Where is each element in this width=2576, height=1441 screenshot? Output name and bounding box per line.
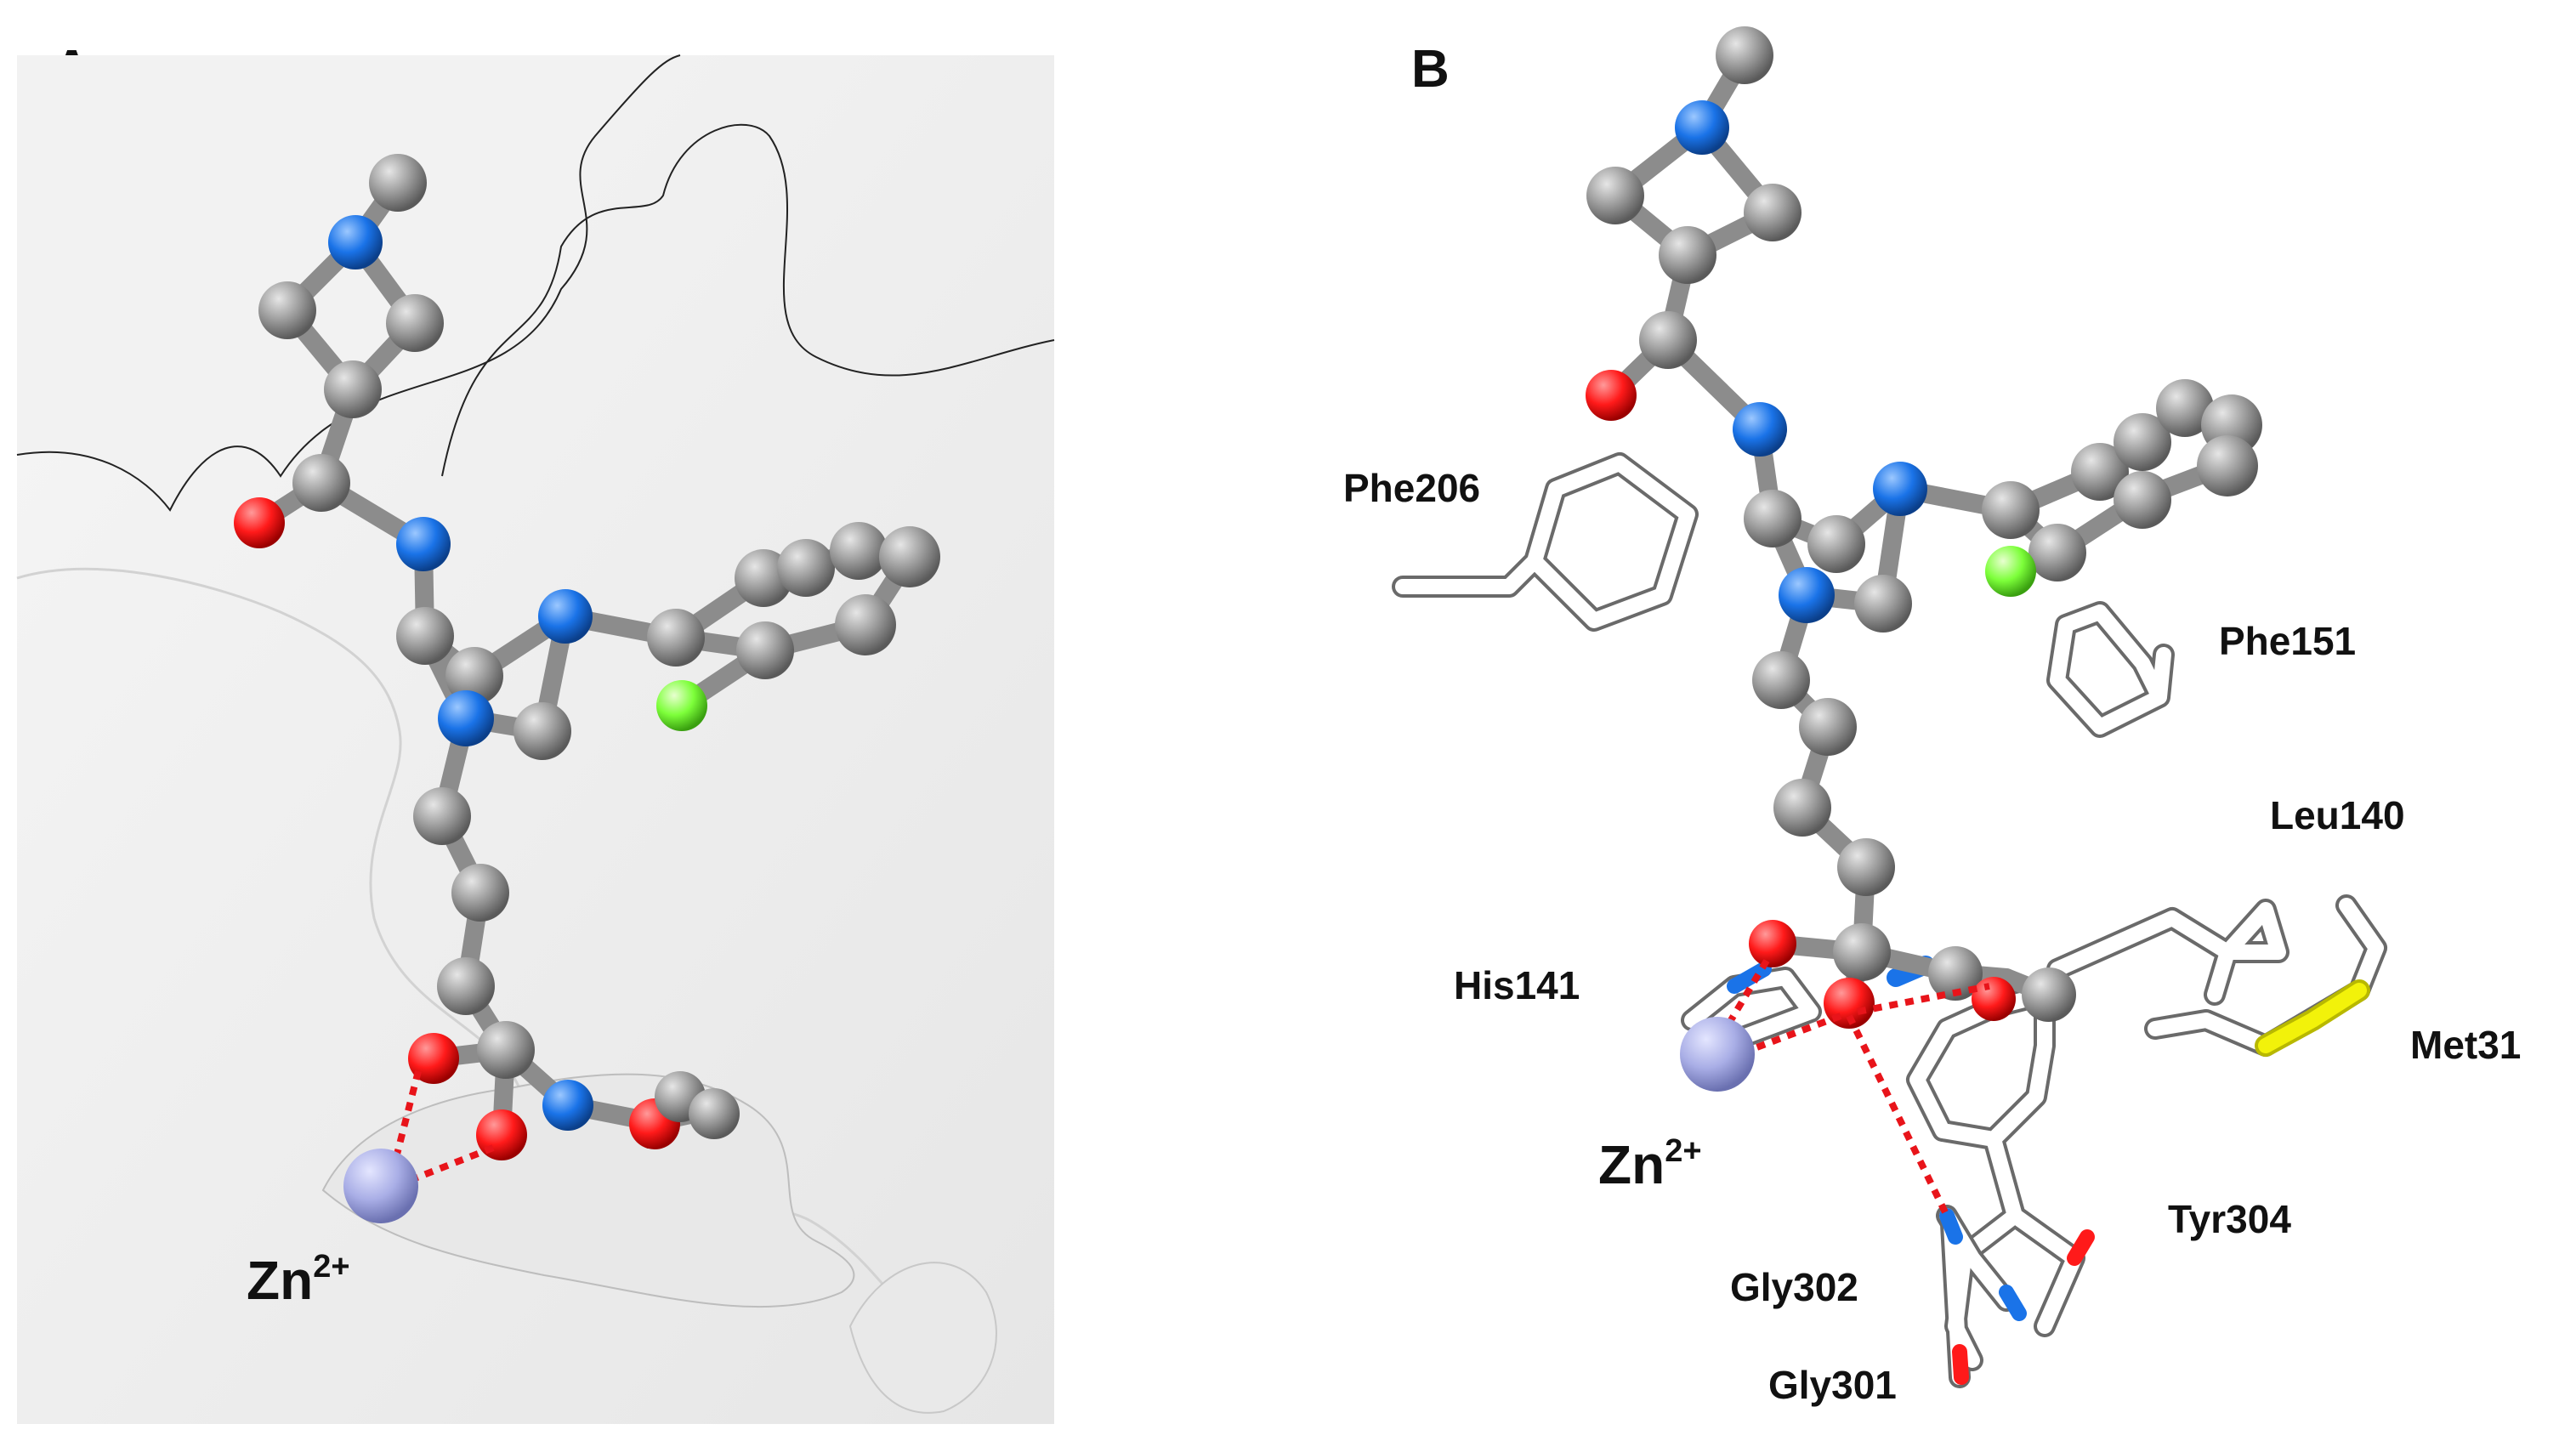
fluorine-atom [1985, 546, 2036, 597]
oxygen-atom [408, 1033, 459, 1084]
carbon-atom [324, 360, 382, 418]
nitrogen-atom [1779, 567, 1835, 623]
carbon-atom [736, 621, 794, 679]
carbon-atom [1837, 838, 1895, 896]
carbon-atom [1854, 575, 1912, 633]
residue-label-his141: His141 [1454, 963, 1580, 1007]
carbon-atom [1773, 779, 1831, 837]
carbon-atom [386, 294, 444, 352]
carbon-atom [2022, 967, 2076, 1022]
carbon-atom [369, 154, 427, 212]
carbon-atom [835, 594, 896, 655]
carbon-atom [437, 957, 495, 1015]
carbon-atom [1744, 184, 1801, 241]
carbon-atom [1744, 490, 1801, 547]
carbon-atom [396, 607, 454, 665]
carbon-atom [2028, 524, 2086, 582]
carbon-atom [1982, 481, 2040, 539]
oxygen-atom [1972, 977, 2016, 1021]
residue-leu140-sticks [2046, 899, 2289, 1006]
residue-met31-sticks [2144, 894, 2387, 1057]
carbon-atom [477, 1021, 535, 1079]
oxygen-atom [234, 497, 285, 548]
residue-label-met31: Met31 [2410, 1023, 2521, 1067]
carbon-atom [830, 522, 888, 580]
nitrogen-atom [438, 690, 494, 746]
zinc-label-a: Zn2+ [247, 1249, 350, 1311]
residue-label-phe206: Phe206 [1343, 466, 1480, 510]
carbon-atom [292, 454, 350, 512]
fluorine-atom [656, 680, 707, 731]
ligand-b-atoms [1586, 26, 2076, 1029]
nitrogen-atom [396, 517, 451, 571]
carbon-atom [413, 787, 471, 845]
carbon-atom [1659, 226, 1716, 284]
carbon-atom [2114, 471, 2171, 529]
carbon-atom [445, 647, 503, 705]
fluorophenyl-ring-a [656, 522, 940, 731]
zinc-ion [1680, 1017, 1755, 1092]
carbon-atom [2156, 379, 2214, 437]
carbon-atom [2114, 413, 2171, 471]
nitrogen-atom [1733, 402, 1787, 457]
zinc-label-b: Zn2+ [1598, 1133, 1702, 1195]
nitrogen-atom [1675, 100, 1729, 155]
carbon-atom [513, 702, 571, 760]
residue-phe151-sticks [2046, 601, 2175, 738]
residue-label-leu140: Leu140 [2270, 793, 2405, 837]
carbon-atom [1833, 923, 1891, 981]
residue-label-tyr304: Tyr304 [2168, 1197, 2291, 1241]
oxygen-atom [1749, 920, 1796, 967]
carbon-atom [1716, 26, 1773, 84]
carbon-atom [1799, 698, 1857, 756]
zinc-site-a: Zn2+ [247, 1070, 495, 1311]
nitrogen-atom [1873, 462, 1927, 516]
panel-a: A [16, 40, 1055, 1424]
carbon-atom [258, 281, 316, 339]
carbon-atom [1586, 167, 1644, 224]
oxygen-atom [476, 1109, 527, 1160]
panel-label-b: B [1411, 40, 1450, 99]
oxygen-atom [1586, 370, 1637, 421]
panel-b: B [1343, 26, 2521, 1407]
carbon-atom [647, 609, 705, 667]
nitrogen-atom [542, 1080, 593, 1131]
residue-labels: Phe206 Phe151 Leu140 His141 Met31 Tyr304… [1343, 466, 2521, 1407]
nitrogen-atom [328, 215, 383, 269]
zinc-ion [343, 1149, 418, 1223]
residue-label-gly302: Gly302 [1730, 1265, 1858, 1309]
residue-tyr304-sticks [1906, 984, 2095, 1337]
residue-phe206-sticks [1392, 452, 1699, 632]
nitrogen-atom [538, 589, 593, 644]
carbon-atom [689, 1088, 740, 1139]
residue-gly302-gly301-sticks [1936, 1205, 2027, 1388]
carbon-atom [1639, 311, 1697, 369]
fluorophenyl-ring-b [1985, 379, 2262, 597]
residue-label-phe151: Phe151 [2219, 619, 2356, 663]
carbon-atom [2197, 435, 2258, 496]
carbon-atom [777, 539, 835, 597]
zinc-site-b: Zn2+ [1598, 958, 1990, 1217]
residue-sticks [1392, 452, 2387, 1388]
residue-label-gly301: Gly301 [1768, 1363, 1897, 1407]
carbon-atom [2071, 443, 2129, 501]
carbon-atom [879, 526, 940, 587]
carbon-atom [1752, 651, 1810, 709]
carbon-atom [451, 864, 509, 922]
carbon-atom [1807, 515, 1865, 573]
ligand-a-atoms [234, 154, 740, 1160]
